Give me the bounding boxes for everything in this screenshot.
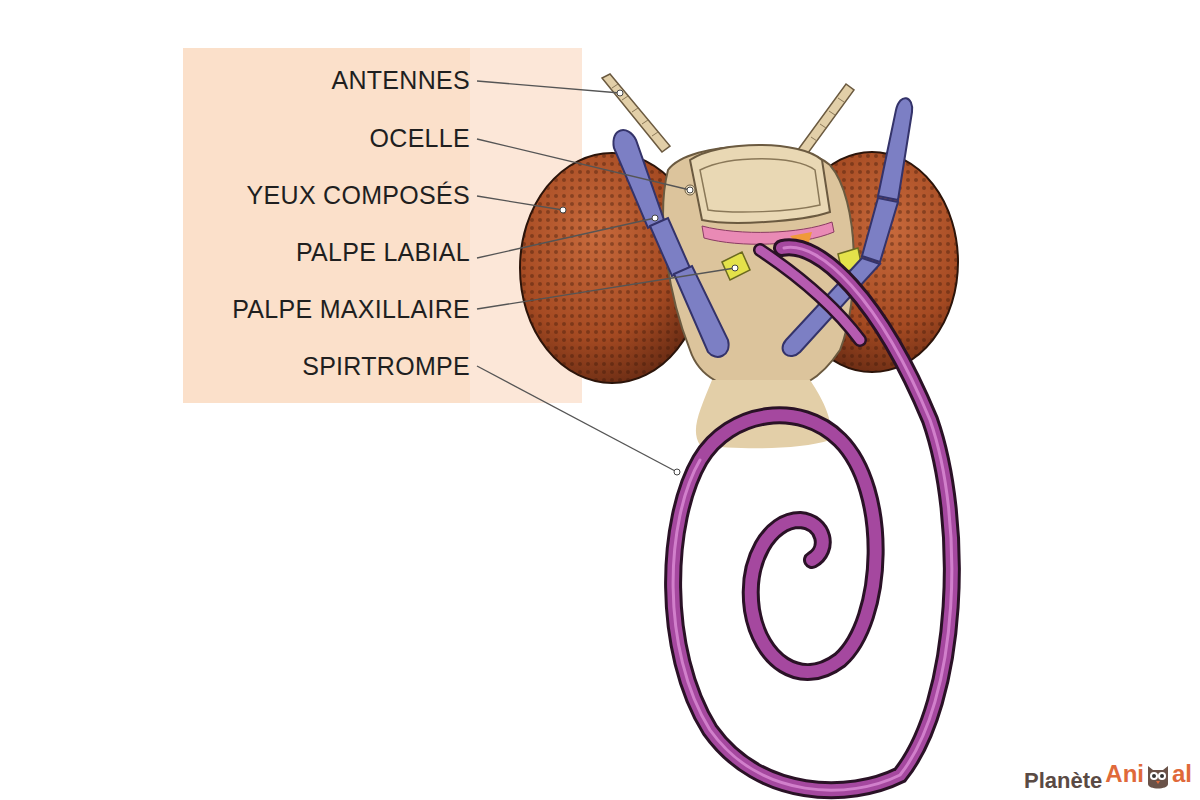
watermark-text: Ani xyxy=(1105,762,1144,794)
owl-icon xyxy=(1145,762,1171,792)
part-label: ANTENNES xyxy=(331,65,470,95)
part-label: OCELLE xyxy=(370,123,470,153)
watermark-logo: Planète Ani al xyxy=(1024,762,1192,794)
watermark-text: Planète xyxy=(1024,770,1102,794)
watermark-text: al xyxy=(1172,762,1192,794)
part-label: YEUX COMPOSÉS xyxy=(247,180,470,210)
part-label: PALPE MAXILLAIRE xyxy=(232,294,470,324)
part-label: PALPE LABIAL xyxy=(296,237,470,267)
part-label: SPIRTROMPE xyxy=(302,351,470,381)
label-panel: ANTENNES OCELLE YEUX COMPOSÉS PALPE LABIAL P… xyxy=(183,48,582,403)
